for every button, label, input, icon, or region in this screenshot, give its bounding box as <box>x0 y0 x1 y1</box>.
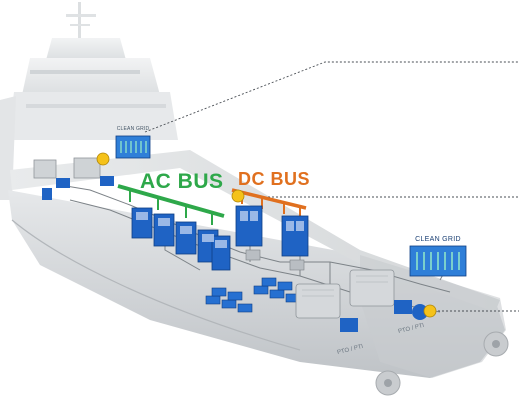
connector-dot-1 <box>96 152 110 166</box>
connector-dots <box>96 152 437 318</box>
battery-packs <box>205 277 301 313</box>
clean-grid-label-small: CLEAN GRID <box>116 126 150 132</box>
dc-bus-label: DC BUS <box>238 169 311 189</box>
ac-switchboard <box>131 207 231 271</box>
propeller-left <box>375 370 401 396</box>
callout-lines <box>144 61 519 312</box>
propeller-right <box>483 331 509 357</box>
dc-converters <box>235 205 309 271</box>
ship-superstructure <box>0 2 178 200</box>
clean-grid-panel-small <box>115 135 151 159</box>
clean-grid-panel-large <box>409 245 467 277</box>
ac-bus-bar <box>117 184 225 225</box>
ac-bus-label: AC BUS <box>140 170 224 193</box>
generator-sets-forward <box>33 157 114 200</box>
connector-dot-3 <box>423 304 437 318</box>
main-engines <box>295 269 428 332</box>
clean-grid-label-large: CLEAN GRID <box>415 236 461 243</box>
callout-line-top <box>144 61 519 133</box>
connector-dot-2 <box>231 189 245 203</box>
